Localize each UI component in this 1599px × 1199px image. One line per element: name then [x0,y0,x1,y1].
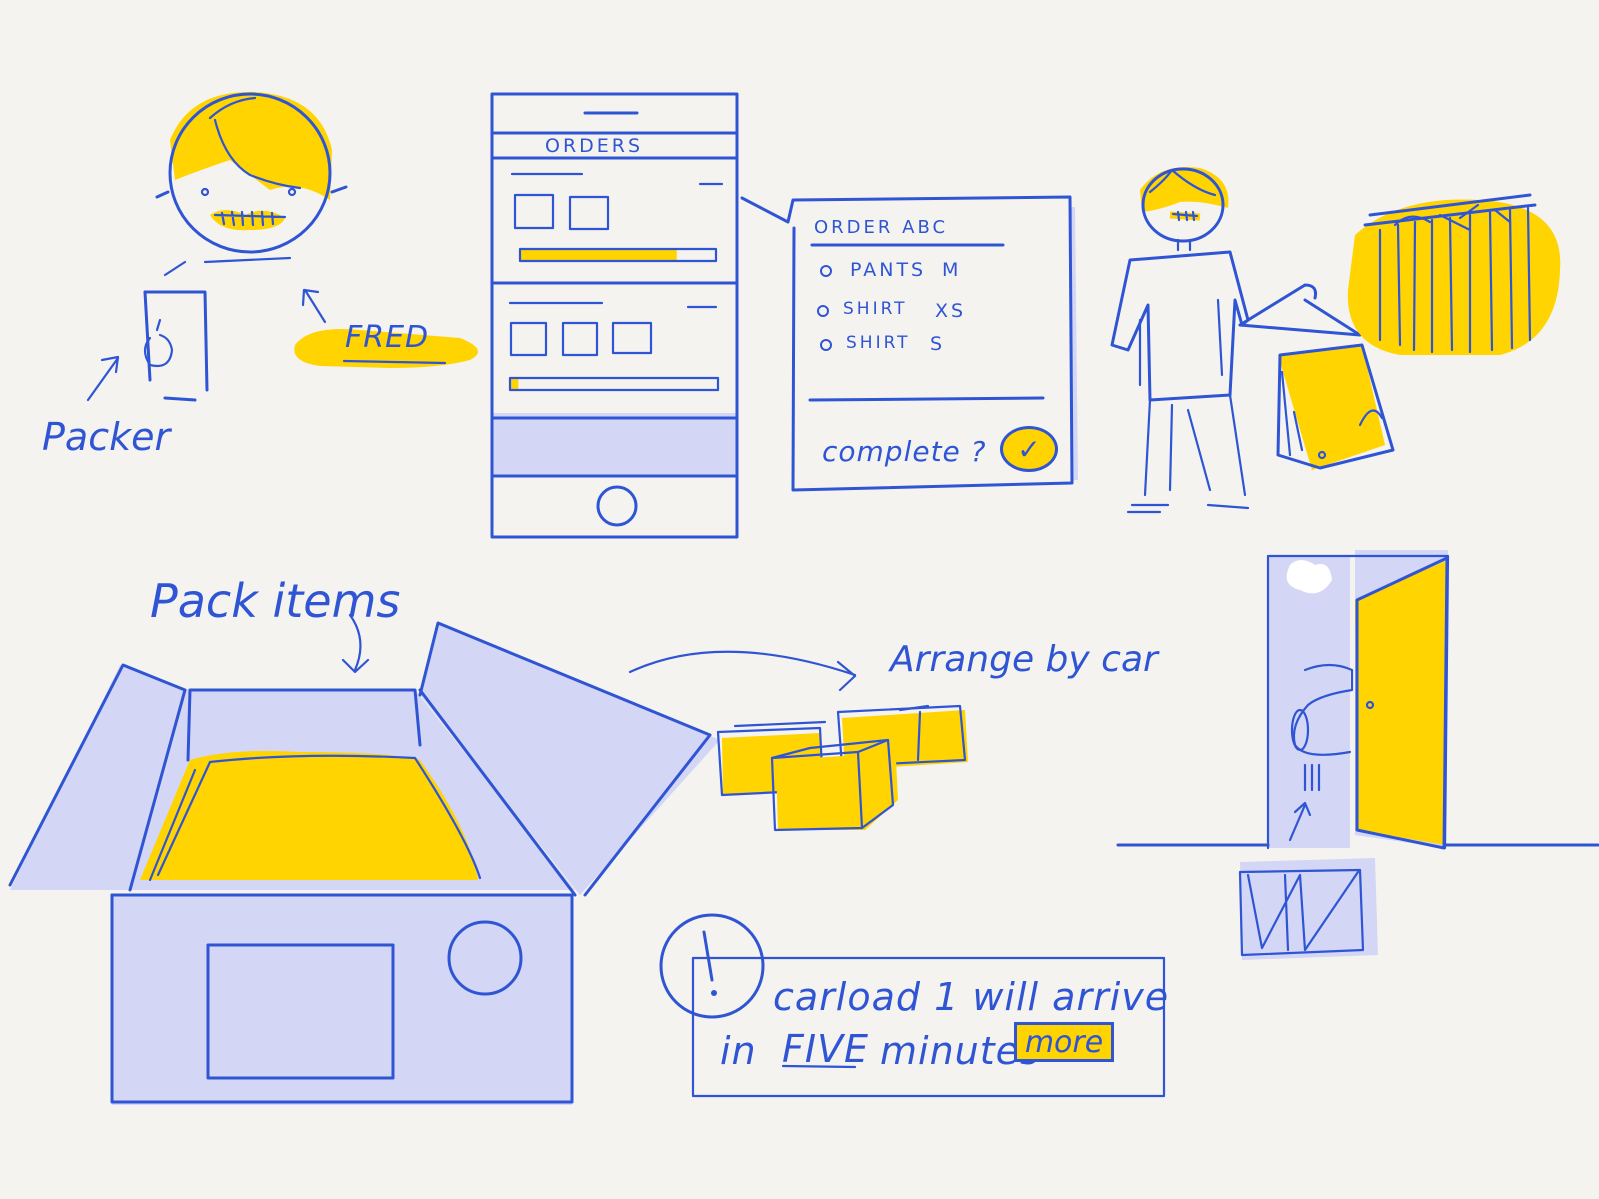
arrange-arrow [628,650,857,692]
fred-highlight [294,329,478,368]
phone-mockup [490,92,739,539]
order-item-3-size: S [930,333,946,355]
order-item-3-radio[interactable] [820,339,832,351]
order-item-2-label: SHIRT [843,299,908,319]
fred-name: FRED [345,320,430,355]
order-item-1-size: M [942,259,962,281]
alert-banner [659,913,1166,1098]
progress-track-2 [508,376,720,392]
more-button[interactable]: more [1014,1022,1114,1062]
order-item-2-radio[interactable] [817,305,829,317]
order-popup [740,195,1078,492]
progress-track-1 [518,247,718,263]
order-item-2[interactable]: SHIRT XS [815,298,985,324]
person-with-hanger [1110,166,1395,514]
order-item-3-label: SHIRT [846,333,911,353]
fred-arrow [301,288,327,324]
check-icon: ✓ [1017,432,1041,466]
packer-body [143,290,209,402]
packing-box [8,621,720,1105]
order-title: ORDER ABC [814,217,949,238]
progress-fill-1 [520,249,677,261]
packer-arrow [86,355,120,402]
order-item-1-radio[interactable] [820,265,832,277]
order-item-3[interactable]: SHIRT S [818,333,978,359]
order-item-2-size: XS [935,300,967,322]
order-item-1-label: PANTS [850,259,927,281]
fred-avatar [155,91,348,277]
alert-line-2-prefix: in [720,1029,757,1073]
packer-label: Packer [42,415,171,459]
arrange-by-car-label: Arrange by car [890,639,1158,680]
complete-prompt: complete ? [822,435,987,468]
pack-items-label: Pack items [150,574,401,628]
fred-underline [342,359,447,365]
order-item-1[interactable]: PANTS M [818,258,978,284]
pack-items-arrow [341,613,370,674]
orders-progress-bars [508,247,720,392]
door-scene [1116,550,1599,960]
alert-line-2-suffix: minutes [880,1029,1041,1073]
progress-fill-2 [510,378,519,390]
small-boxes [716,704,968,832]
complete-check-button[interactable]: ✓ [1000,426,1058,472]
alert-line-1: carload 1 will arrive [773,975,1170,1019]
alert-emphasis: FIVE [782,1027,870,1071]
orders-header: ORDERS [545,135,644,157]
clothes-rack [1347,193,1561,355]
